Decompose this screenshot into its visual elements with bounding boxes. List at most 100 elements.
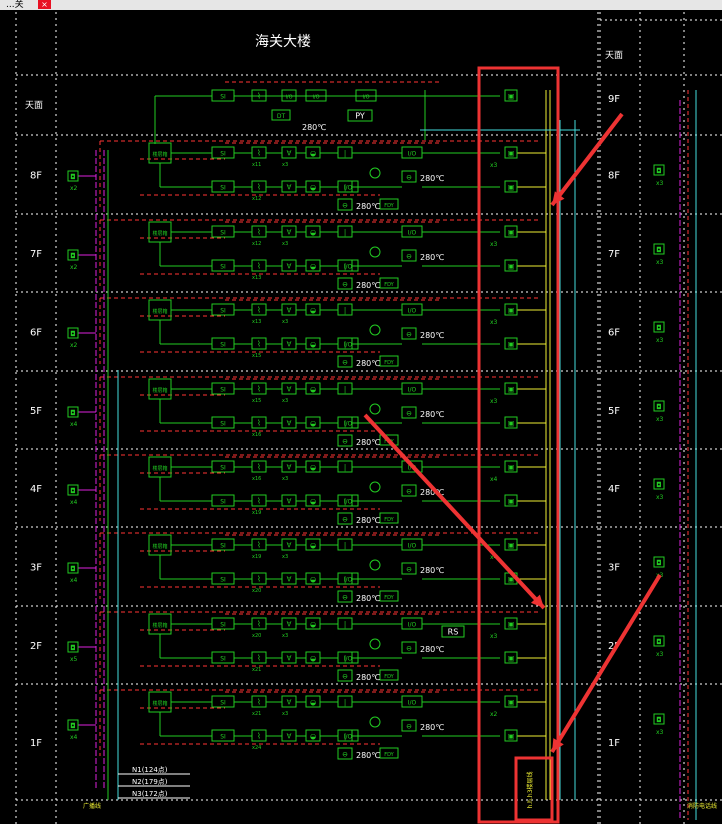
riser-device [504,146,518,159]
io-module-lower-text: I/O [344,499,353,506]
module-icon-text: | [344,621,346,629]
detector-icon [251,146,267,159]
damper-temp: 280℃ [420,566,444,575]
damper-icon [401,170,417,183]
arrow-middle [363,413,546,610]
detector-icon [251,651,267,664]
speaker-icon-text: ◘ [70,644,76,652]
sl-module [211,146,235,159]
damper-icon-text: ⊖ [406,331,412,339]
damper-icon-text: ⊖ [342,438,348,446]
floor-label-right: 4F [608,484,620,495]
valve-icon [369,716,381,728]
damper-icon-text: ⊖ [406,645,412,653]
sounder-icon-text: ◒ [310,699,316,707]
heat-detector-icon [281,303,297,316]
riser-device [504,382,518,395]
io-module [401,695,423,708]
arrow-bottom [550,573,662,754]
speaker-count: x2 [70,264,78,271]
fdy-box [379,434,399,446]
io-module [401,225,423,238]
heat-detector-icon-text: ∀ [287,498,292,506]
multiplier: x3 [282,476,288,482]
io-module-lower-text: I/O [344,656,353,663]
floor-grid [15,12,722,824]
floor-panel [148,221,172,243]
riser-device [504,416,518,429]
damper-icon [337,747,353,760]
speaker-icon [67,327,79,339]
valve-icon [369,324,381,336]
sounder-icon-text: ◒ [310,498,316,506]
riser-device [504,460,518,473]
detector-icon [251,617,267,630]
right-speaker-count: x3 [656,729,664,736]
annotation-layer [363,66,662,824]
speaker-count: x4 [70,499,78,506]
riser-device [504,695,518,708]
sounder-icon [305,225,321,238]
module-icon [337,382,353,395]
heat-detector-icon [281,572,297,585]
sounder-icon-text: ◒ [310,263,316,271]
multiplier: x19 [252,554,261,560]
sounder-icon-text: ◒ [310,655,316,663]
right-speaker-count: x3 [656,416,664,423]
multiplier: x13 [252,275,261,281]
right-riser-label: 消防电话线 [687,802,717,810]
floor-panel [148,378,172,400]
floor-label-right: 8F [608,171,620,182]
detector-icon-text: ⌇ [257,385,261,394]
sounder-icon [305,416,321,429]
floor-label-left: 1F [30,738,42,749]
right-speaker-count: x3 [656,180,664,187]
module-icon [337,225,353,238]
sl-module-text: SI [220,342,226,349]
tab-close-icon[interactable]: × [38,0,51,9]
speaker-count: x4 [70,421,78,428]
sounder-icon-text: ◒ [310,542,316,550]
sounder-icon-text: ◒ [310,341,316,349]
wiring-layer [78,81,697,820]
damper-temp: 280℃ [420,174,444,183]
floor-label-right: 7F [608,249,620,260]
floor-panel-text: 楼层箱 [152,308,167,315]
damper-icon [401,641,417,654]
heat-detector-icon-text: ∀ [287,386,292,394]
valve-icon [369,167,381,179]
module-icon-text: | [344,576,346,584]
fdy-box [379,512,399,524]
speaker-icon [67,641,79,653]
damper-icon-text: ⊖ [342,594,348,602]
riser-device-text: ▣ [508,341,515,349]
damper-temp: 280℃ [356,751,380,760]
arrow-top-head [552,191,565,205]
riser-device [504,651,518,664]
detector-icon [251,259,267,272]
floor-label-right: 6F [608,328,620,339]
damper-icon-text: ⊖ [342,673,348,681]
module-icon [337,695,353,708]
sounder-icon [305,695,321,708]
module-icon-text: | [344,655,346,663]
right-speaker-icon [653,713,665,725]
multiplier: x13 [252,319,261,325]
module-icon [337,146,353,159]
right-speaker-icon [653,321,665,333]
sl-module-text: SI [220,185,226,192]
damper-icon [401,249,417,262]
io-module [401,382,423,395]
sl-module [211,259,235,272]
riser-count: x3 [490,162,498,169]
damper-icon-text: ⊖ [406,174,412,182]
rs-box [441,625,465,638]
sounder-icon-text: ◒ [310,184,316,192]
damper-temp: 280℃ [420,488,444,497]
damper-icon [337,590,353,603]
document-tab[interactable]: ...关 [6,0,24,10]
io-module [401,617,423,630]
multiplier: x3 [282,711,288,717]
damper-temp: 280℃ [356,359,380,368]
